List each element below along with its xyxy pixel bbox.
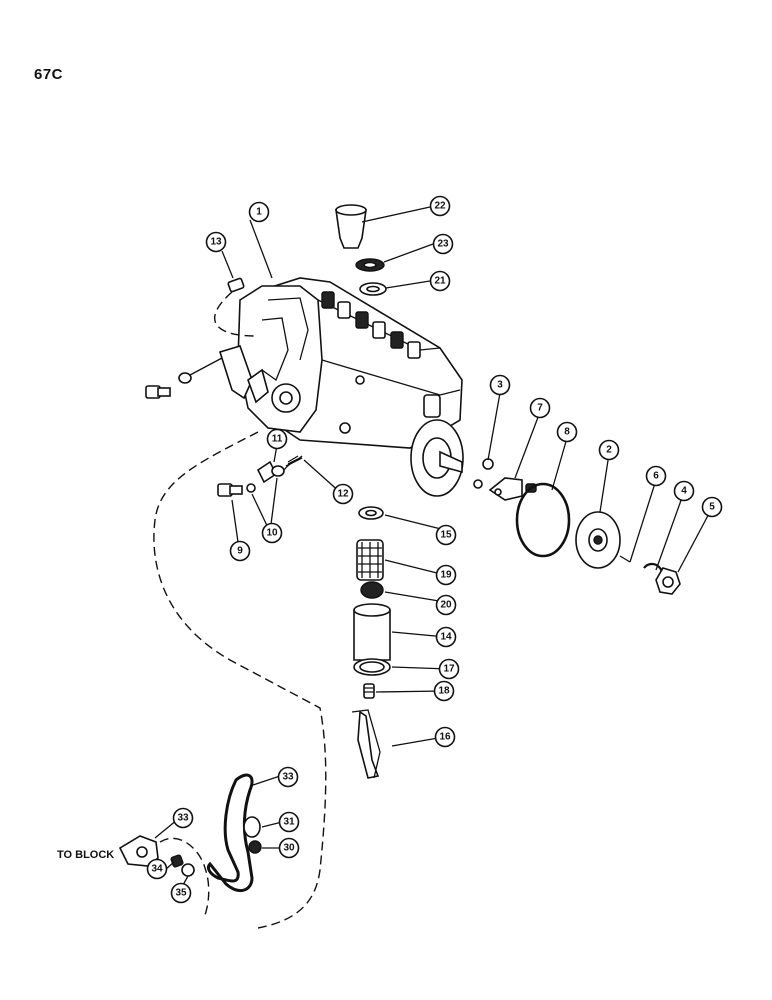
svg-text:7: 7 — [537, 403, 543, 414]
svg-text:6: 6 — [653, 471, 659, 482]
page-code: 67C — [34, 66, 64, 83]
svg-text:12: 12 — [337, 489, 349, 500]
svg-text:17: 17 — [443, 664, 455, 675]
fuel-lines — [118, 431, 327, 929]
callout-10: 10 — [261, 522, 283, 544]
delivery-valve-holders — [321, 291, 421, 359]
callout-31: 31 — [278, 811, 300, 833]
leader-lines — [154, 206, 713, 886]
callout-23: 23 — [432, 233, 454, 255]
fitting-assembly — [217, 455, 303, 497]
callout-6: 6 — [645, 465, 667, 487]
svg-text:5: 5 — [709, 502, 715, 513]
callout-33-lower: 33 — [172, 807, 194, 829]
drive-end-parts — [473, 458, 681, 595]
svg-text:13: 13 — [210, 237, 222, 248]
injection-pump-body — [218, 277, 464, 497]
callout-5: 5 — [701, 496, 723, 518]
svg-text:14: 14 — [440, 632, 452, 643]
svg-text:11: 11 — [272, 434, 283, 445]
svg-text:23: 23 — [437, 239, 449, 250]
svg-text:15: 15 — [440, 530, 452, 541]
svg-text:10: 10 — [266, 528, 278, 539]
callout-13: 13 — [205, 231, 227, 253]
fuel-filter-stack — [351, 506, 391, 779]
callout-4: 4 — [673, 480, 695, 502]
callout-11: 11 — [266, 428, 288, 450]
callout-8: 8 — [556, 421, 578, 443]
bolt-13 — [213, 277, 256, 337]
callout-14: 14 — [435, 626, 457, 648]
callout-12: 12 — [332, 483, 354, 505]
callout-20: 20 — [435, 594, 457, 616]
filter-cap-assembly — [335, 204, 387, 296]
callout-7: 7 — [529, 397, 551, 419]
svg-text:31: 31 — [283, 817, 295, 828]
svg-text:16: 16 — [439, 732, 451, 743]
svg-text:19: 19 — [440, 570, 452, 581]
svg-text:20: 20 — [440, 600, 452, 611]
callout-1: 1 — [248, 201, 270, 223]
callout-2: 2 — [598, 439, 620, 461]
callout-18: 18 — [433, 680, 455, 702]
callout-3: 3 — [489, 374, 511, 396]
svg-text:21: 21 — [434, 276, 446, 287]
svg-text:9: 9 — [237, 546, 243, 557]
svg-text:33: 33 — [282, 772, 294, 783]
svg-text:8: 8 — [564, 427, 570, 438]
svg-text:1: 1 — [256, 207, 262, 218]
svg-text:4: 4 — [681, 486, 687, 497]
callout-30: 30 — [278, 837, 300, 859]
svg-text:3: 3 — [497, 380, 503, 391]
callout-19: 19 — [435, 564, 457, 586]
callout-16: 16 — [434, 726, 456, 748]
svg-text:35: 35 — [175, 888, 187, 899]
svg-text:2: 2 — [606, 445, 612, 456]
callout-33-upper: 33 — [277, 766, 299, 788]
callout-35: 35 — [170, 882, 192, 904]
svg-text:34: 34 — [151, 864, 163, 875]
callout-9: 9 — [229, 540, 251, 562]
svg-text:18: 18 — [438, 686, 450, 697]
callout-15: 15 — [435, 524, 457, 546]
svg-text:30: 30 — [283, 843, 295, 854]
callout-17: 17 — [438, 658, 460, 680]
callout-34: 34 — [146, 858, 168, 880]
callout-21: 21 — [429, 270, 451, 292]
callout-22: 22 — [429, 195, 451, 217]
lever-bolt-and-washer — [145, 357, 223, 399]
svg-text:33: 33 — [177, 813, 189, 824]
svg-text:22: 22 — [434, 201, 446, 212]
to-block-label: TO BLOCK — [57, 849, 115, 861]
